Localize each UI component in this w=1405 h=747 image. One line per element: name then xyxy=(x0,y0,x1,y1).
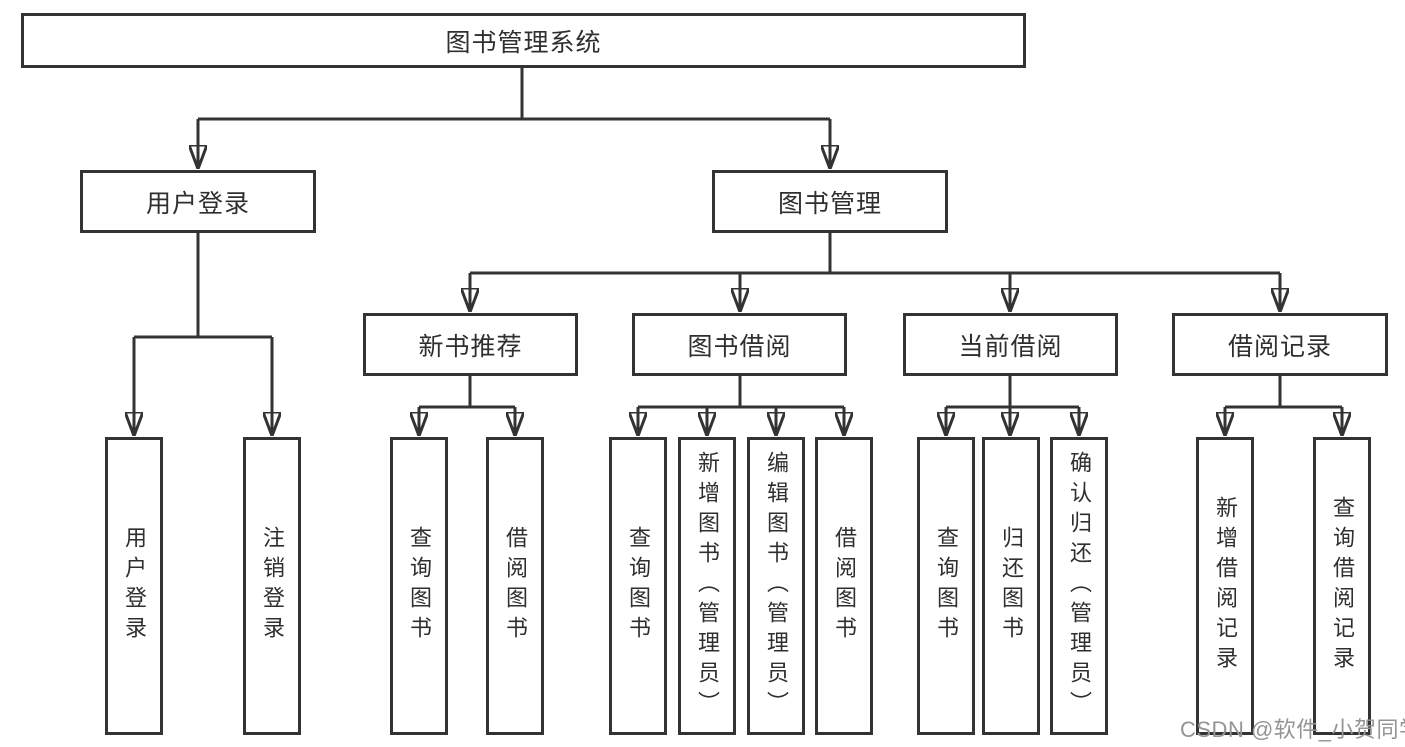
node-book-borrow: 图书借阅 xyxy=(632,313,847,376)
node-new-book-recommend: 新书推荐 xyxy=(363,313,578,376)
leaf-borrow-books-borrow: 借阅图书 xyxy=(815,437,873,735)
connector-new-book-recommend-children xyxy=(419,376,515,435)
connector-root-to-level2 xyxy=(198,66,830,168)
leaf-borrow-books-recommend: 借阅图书 xyxy=(486,437,544,735)
leaf-user-login: 用户登录 xyxy=(105,437,163,735)
leaf-add-borrow-record: 新增借阅记录 xyxy=(1196,437,1254,735)
node-library-management-system: 图书管理系统 xyxy=(21,13,1026,68)
leaf-return-books: 归还图书 xyxy=(982,437,1040,735)
leaf-query-borrow-record: 查询借阅记录 xyxy=(1313,437,1371,735)
leaf-add-books-admin: 新增图书（管理员） xyxy=(678,437,736,735)
connector-book-borrow-children xyxy=(638,376,844,435)
leaf-confirm-return-admin: 确认归还（管理员） xyxy=(1050,437,1108,735)
csdn-watermark: CSDN @软件_小贺同学 xyxy=(1180,717,1405,742)
connector-user-login-children xyxy=(134,233,272,435)
leaf-query-books-current: 查询图书 xyxy=(917,437,975,735)
connector-current-borrow-children xyxy=(946,376,1079,435)
node-borrow-records: 借阅记录 xyxy=(1172,313,1388,376)
leaf-logout-login: 注销登录 xyxy=(243,437,301,735)
connector-borrow-records-children xyxy=(1225,376,1342,435)
node-user-login: 用户登录 xyxy=(80,170,316,233)
connector-book-management-children xyxy=(470,233,1280,311)
node-current-borrow: 当前借阅 xyxy=(903,313,1118,376)
node-book-management: 图书管理 xyxy=(712,170,948,233)
leaf-edit-books-admin: 编辑图书（管理员） xyxy=(747,437,805,735)
leaf-query-books-borrow: 查询图书 xyxy=(609,437,667,735)
leaf-query-books-recommend: 查询图书 xyxy=(390,437,448,735)
